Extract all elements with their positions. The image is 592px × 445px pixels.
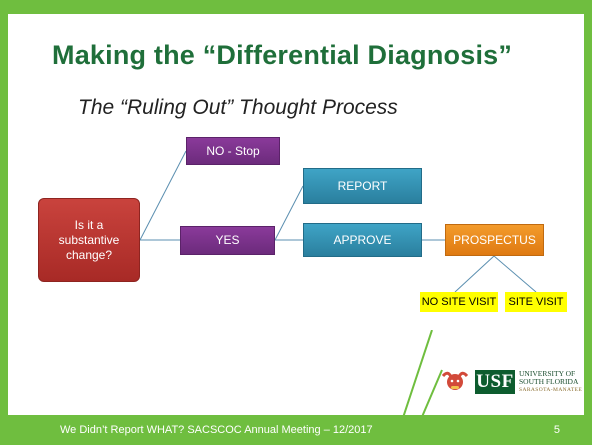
node-yes-label: YES	[215, 233, 240, 247]
slide-title: Making the “Differential Diagnosis”	[52, 40, 513, 70]
page-number: 5	[553, 424, 560, 436]
node-site-visit-label: SITE VISIT	[508, 296, 564, 308]
right-accent-border	[584, 0, 592, 445]
connector-yes-report	[274, 185, 304, 241]
node-no-stop: NO - Stop	[186, 137, 280, 165]
connector-root-no	[139, 150, 187, 241]
usf-logo-text: UNIVERSITY OF SOUTH FLORIDA SARASOTA-MAN…	[519, 370, 582, 394]
connector-prospectus-nositevisit	[454, 255, 495, 293]
node-site-visit: SITE VISIT	[505, 292, 567, 312]
root-node-label: Is it a substantive change?	[58, 217, 120, 262]
node-approve-label: APPROVE	[333, 232, 392, 247]
node-no-stop-label: NO - Stop	[206, 143, 260, 158]
usf-logo-line3: SARASOTA-MANATEE	[519, 387, 583, 393]
slide-subtitle: The “Ruling Out” Thought Process	[78, 96, 398, 119]
connector-prospectus-sitevisit	[493, 255, 537, 293]
usf-logo-mark: USF	[475, 370, 515, 394]
node-yes: YES	[180, 226, 275, 255]
node-no-site-visit-label: NO SITE VISIT	[421, 296, 497, 308]
footer-text: We Didn’t Report WHAT? SACSCOC Annual Me…	[60, 424, 373, 436]
root-node-substantive-change: Is it a substantive change?	[38, 198, 140, 282]
node-no-site-visit: NO SITE VISIT	[420, 292, 498, 312]
usf-logo: USF UNIVERSITY OF SOUTH FLORIDA SARASOTA…	[475, 370, 582, 394]
node-prospectus: PROSPECTUS	[445, 224, 544, 256]
node-report: REPORT	[303, 168, 422, 204]
node-report-label: REPORT	[337, 178, 388, 193]
usf-logo-line1: UNIVERSITY OF	[519, 369, 576, 378]
node-approve: APPROVE	[303, 223, 422, 257]
top-accent-bar	[0, 0, 592, 14]
footer-bar: We Didn’t Report WHAT? SACSCOC Annual Me…	[0, 415, 592, 445]
usf-logo-line2: SOUTH FLORIDA	[519, 377, 579, 386]
left-accent-border	[0, 0, 8, 445]
node-prospectus-label: PROSPECTUS	[453, 232, 536, 247]
bull-mascot-icon	[441, 371, 469, 390]
